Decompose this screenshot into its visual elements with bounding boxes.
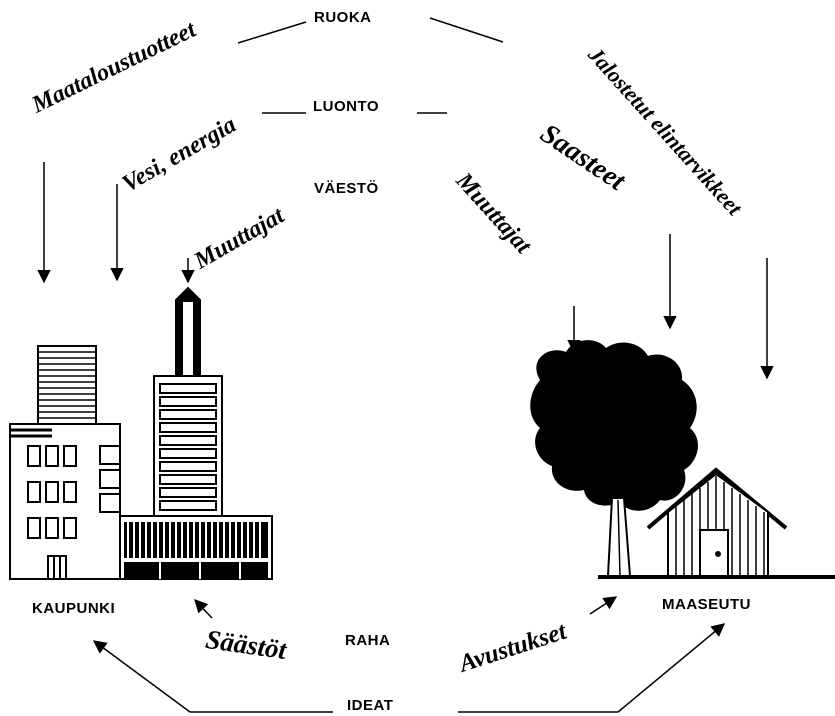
label-vaesto: VÄESTÖ (314, 180, 379, 197)
label-maaseutu: MAASEUTU (662, 596, 751, 613)
avustukset-arrow (589, 596, 618, 615)
ideat-arrow-left (92, 640, 191, 713)
city-illustration (9, 286, 273, 580)
countryside-illustration (530, 340, 835, 579)
ideat-arrow-right (617, 623, 726, 713)
label-ruoka: RUOKA (314, 9, 372, 26)
label-raha: RAHA (345, 632, 391, 649)
label-kaupunki: KAUPUNKI (32, 600, 116, 617)
tree-crown (530, 340, 698, 511)
label-luonto: LUONTO (313, 98, 380, 115)
saastot-arrow (194, 599, 213, 619)
ruoka-line-left (237, 21, 307, 44)
ruoka-line-right (429, 17, 504, 43)
label-ideat: IDEAT (347, 697, 394, 714)
